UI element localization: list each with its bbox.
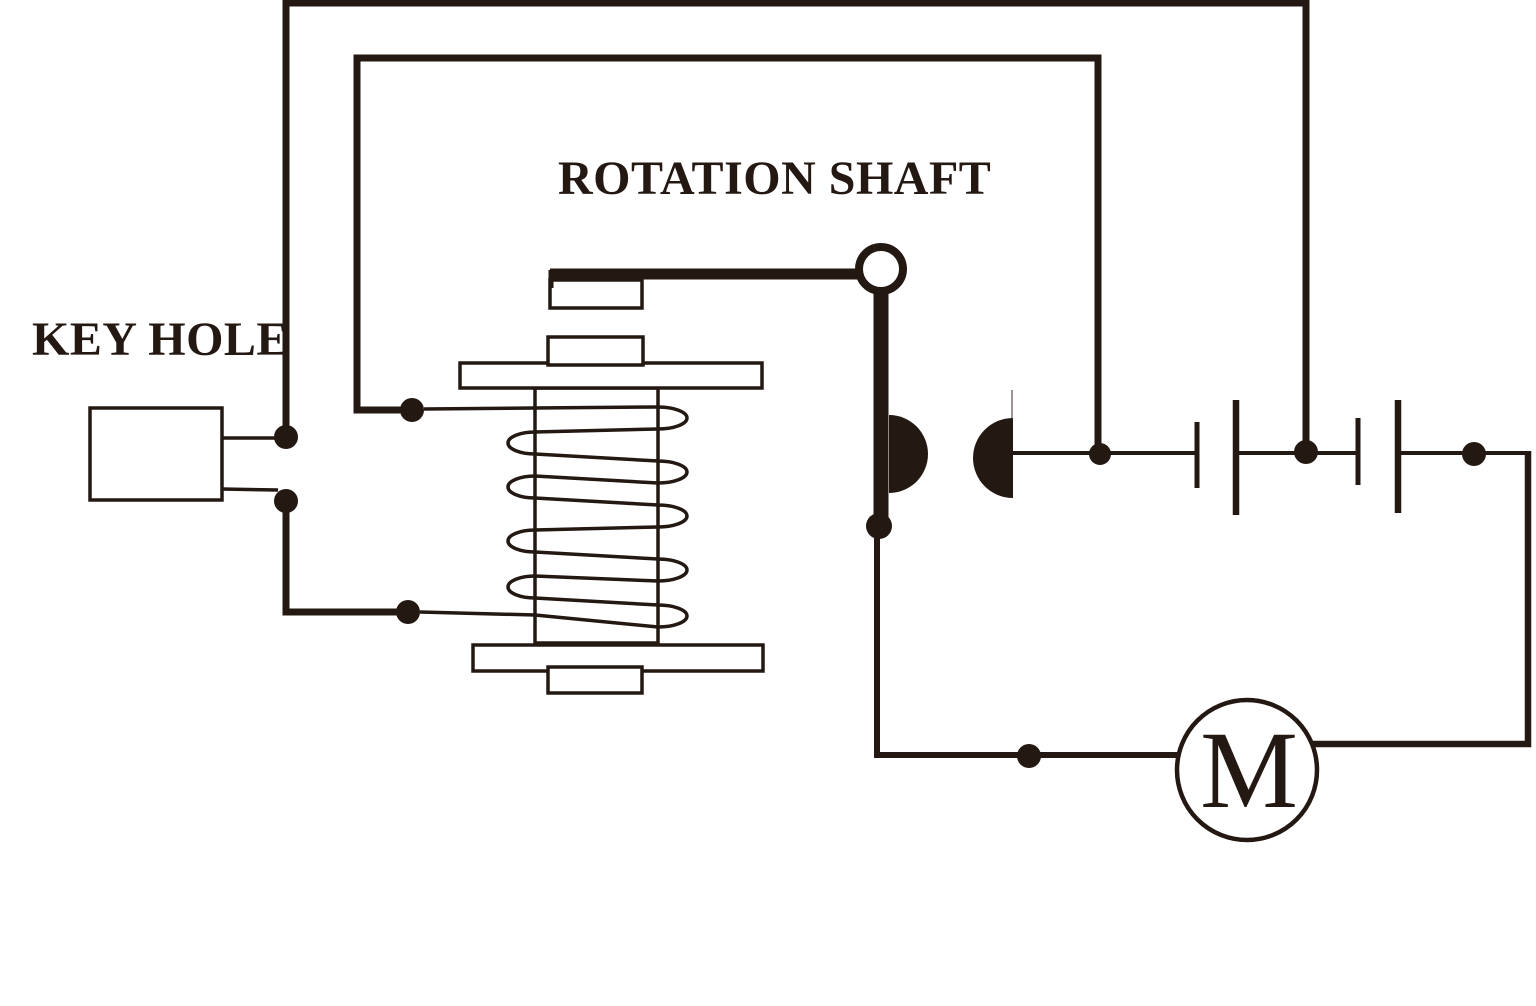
fixed-contact	[973, 418, 1013, 498]
coil-winding	[423, 405, 689, 629]
coil-bottom-feed-wire	[419, 610, 536, 617]
moving-contact	[889, 415, 928, 493]
rotation-shaft-label: ROTATION SHAFT	[558, 152, 991, 205]
motor-circle	[1174, 697, 1320, 843]
junction-dot-battery-outer	[1294, 440, 1318, 464]
junction-dot-battery-inner	[1089, 443, 1111, 465]
coil-bottom-tab	[546, 665, 644, 695]
armature-block	[548, 278, 644, 310]
junction-dot-key-lower	[274, 489, 298, 513]
key-hole-label: KEY HOLE	[32, 313, 289, 366]
inner-loop-wire	[353, 54, 1102, 454]
battery-to-motor-wire	[1312, 451, 1532, 748]
arm-to-motor-wire	[874, 524, 1178, 758]
key-hole-box	[88, 406, 224, 502]
junction-dot-battery-right	[1462, 442, 1486, 466]
junction-dot-coil-bottom	[396, 600, 420, 624]
key-hole-lower-lead	[221, 487, 279, 492]
junction-dot-motor-wire	[1017, 744, 1041, 768]
motor-label: M	[1200, 709, 1298, 831]
plunger-top-block	[546, 335, 645, 367]
pivot-circle	[855, 243, 907, 295]
junction-dot-key-upper	[274, 425, 298, 449]
junction-dot-contact-arm	[866, 513, 892, 539]
key-to-coil-wire	[282, 501, 408, 616]
outer-loop-wire	[282, 0, 1310, 452]
junction-dot-coil-top	[400, 398, 424, 422]
